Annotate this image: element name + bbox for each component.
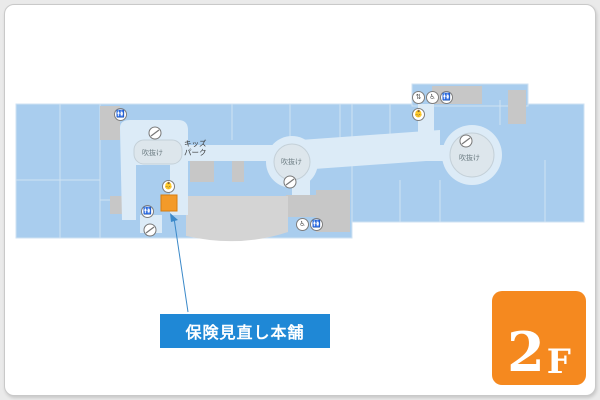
service-area-w — [110, 196, 122, 214]
pointer-line — [173, 217, 189, 313]
service-area-kids — [190, 160, 214, 182]
floor-number: 2 — [507, 320, 545, 384]
east-corridor-link — [300, 130, 440, 170]
kids-park-label: キッズ パーク — [184, 139, 214, 157]
service-area-mid — [232, 160, 244, 182]
kids-park-line1: キッズ — [184, 139, 207, 148]
atrium-label: 吹抜け — [142, 149, 163, 157]
atrium-west — [133, 139, 183, 165]
wheelchair-icon: ♿ — [296, 218, 309, 231]
baby-care-icon: 👶 — [162, 180, 175, 193]
atrium-label: 吹抜け — [459, 154, 480, 162]
restroom-icon: 🚻 — [114, 108, 127, 121]
atrium-label: 吹抜け — [281, 158, 302, 166]
baby-care-icon: 👶 — [412, 108, 425, 121]
pointer-arrowhead — [170, 213, 178, 222]
restroom-icon: 🚻 — [310, 218, 323, 231]
wheelchair-icon: ♿ — [426, 91, 439, 104]
store-name-label[interactable]: 保険見直し本舗 — [160, 314, 330, 348]
atriums — [133, 125, 502, 188]
service-area-ne — [508, 90, 526, 124]
floor-badge: 2 F — [492, 291, 586, 385]
highlight-store-marker[interactable] — [160, 194, 178, 212]
kids-park-line2: パーク — [184, 148, 207, 157]
floor-suffix: F — [546, 342, 571, 382]
elevator-icon: ⇅ — [412, 91, 425, 104]
restroom-icon: 🚻 — [141, 205, 154, 218]
central-hall — [186, 196, 288, 242]
restroom-icon: 🚻 — [440, 91, 453, 104]
service-area-restroom — [286, 195, 316, 217]
